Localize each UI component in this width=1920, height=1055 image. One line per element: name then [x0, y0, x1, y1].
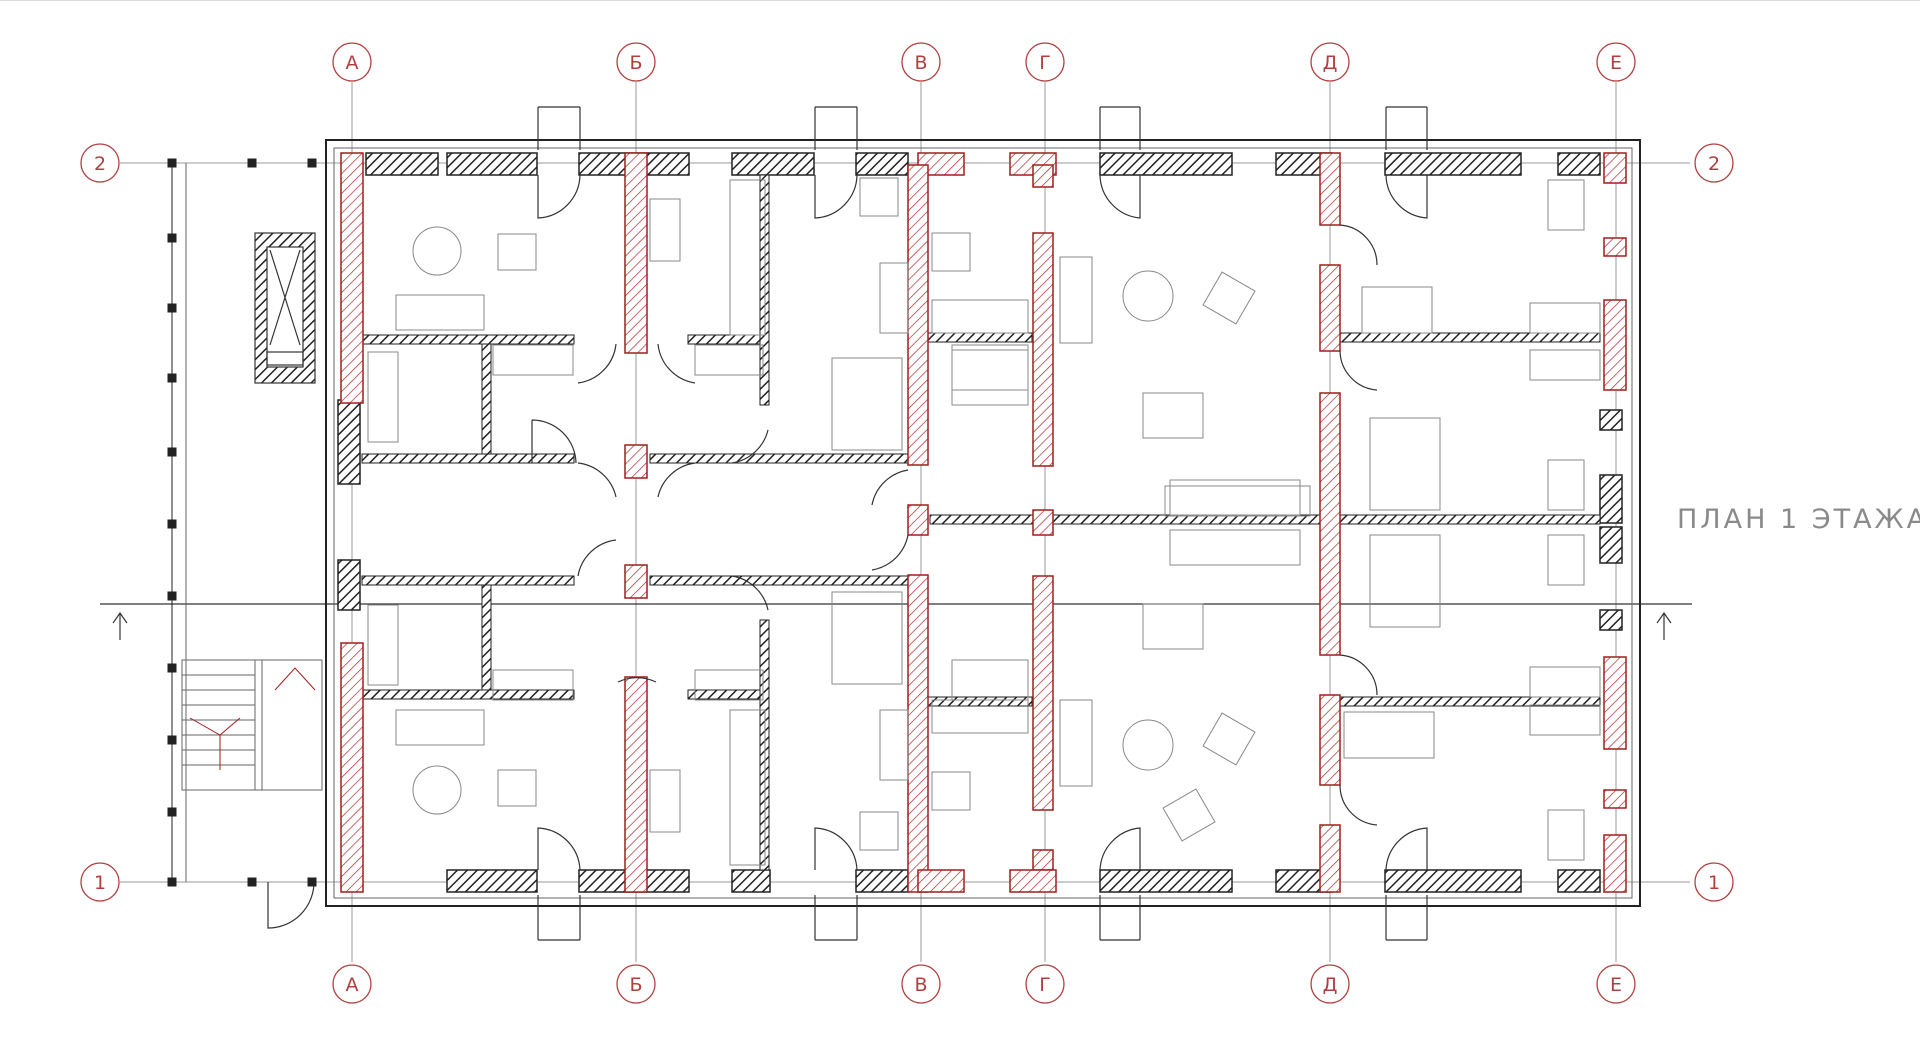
axis-bubble-left-1 — [80, 862, 120, 902]
exterior-walls — [337, 152, 1623, 893]
axis-label-top-E: Е — [1610, 52, 1622, 74]
furniture — [367, 177, 1601, 866]
axis-bubble-top-A — [332, 42, 372, 82]
axis-bubble-top-E — [1596, 42, 1636, 82]
axis-bubble-top-G — [1025, 42, 1065, 82]
axis-bubble-bottom-V — [901, 964, 941, 1004]
axis-label-bottom-B: Б — [629, 974, 642, 996]
axis-label-top-G: Г — [1039, 52, 1051, 74]
lift-shaft — [254, 232, 316, 384]
axis-label-top-B: Б — [629, 52, 642, 74]
axis-bubble-bottom-B — [616, 964, 656, 1004]
axis-bubble-bottom-A — [332, 964, 372, 1004]
axis-label-top-A: А — [346, 52, 359, 74]
axis-label-bottom-D: Д — [1323, 974, 1338, 996]
axis-bubble-top-D — [1310, 42, 1350, 82]
axis-label-top-D: Д — [1323, 52, 1338, 74]
plan-title: ПЛАН 1 ЭТАЖА — [1677, 504, 1920, 535]
axis-label-right-1: 1 — [1708, 872, 1720, 894]
axis-bubble-right-2 — [1694, 143, 1734, 183]
axis-label-bottom-A: А — [346, 974, 359, 996]
axis-label-bottom-E: Е — [1610, 974, 1622, 996]
top-border-line — [0, 0, 1920, 1]
axis-label-top-V: В — [914, 52, 927, 74]
axis-label-left-1: 1 — [94, 872, 106, 894]
building-outline — [325, 139, 1641, 907]
axis-label-right-2: 2 — [1708, 153, 1720, 175]
axis-bubble-right-1 — [1694, 862, 1734, 902]
axis-bubble-bottom-D — [1310, 964, 1350, 1004]
axis-label-bottom-V: В — [914, 974, 927, 996]
axis-bubble-top-V — [901, 42, 941, 82]
partitions — [361, 174, 1601, 871]
bearing-walls — [340, 152, 1627, 893]
stair — [181, 659, 323, 791]
gallery — [167, 158, 317, 887]
axis-bubbles — [80, 42, 1734, 1004]
axis-label-bottom-G: Г — [1039, 974, 1051, 996]
axis-bubble-top-B — [616, 42, 656, 82]
doors — [267, 106, 1428, 941]
section-line — [100, 603, 1692, 640]
axis-bubble-left-2 — [80, 143, 120, 183]
axis-bubble-bottom-E — [1596, 964, 1636, 1004]
axis-label-left-2: 2 — [94, 153, 106, 175]
axis-bubble-bottom-G — [1025, 964, 1065, 1004]
axis-labels: А Б В Г Д Е А Б В Г Д Е 2 2 1 1 — [94, 52, 1720, 996]
